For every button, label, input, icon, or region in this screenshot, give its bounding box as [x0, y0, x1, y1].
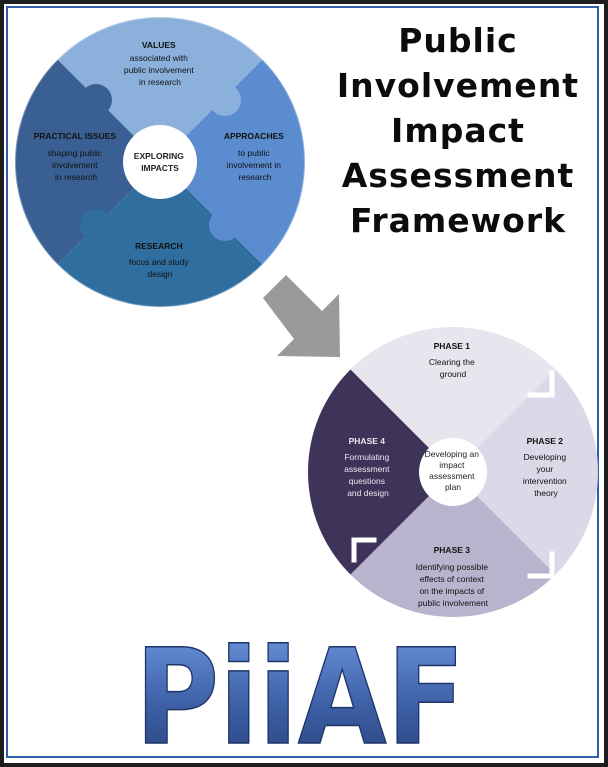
phase4-text: Formulating	[344, 452, 389, 462]
hub-label: IMPACTS	[141, 163, 179, 173]
research-heading: RESEARCH	[135, 241, 183, 251]
title-line: Impact	[391, 111, 525, 150]
svg-text:PHASE 4 Formulating: PHASE 4 Formulating assessment questions…	[344, 436, 392, 498]
svg-text:PHASE 3 Identifying poss: PHASE 3 Identifying possible effects of …	[416, 545, 491, 608]
piiaf-logo: PiiAF	[135, 621, 465, 767]
practical-issues-text: involvement	[52, 160, 98, 170]
title-line: Public	[398, 21, 518, 60]
phase4-heading: PHASE 4	[349, 436, 386, 446]
research-text: focus and study	[129, 257, 189, 267]
down-right-arrow-icon	[263, 275, 340, 357]
cycle-arrow-icon	[527, 551, 555, 579]
svg-text:Developing an impact: Developing an impact assessment plan	[425, 449, 482, 492]
cycle-arrow-icon	[351, 537, 377, 563]
phase1-text: Clearing the	[429, 357, 475, 367]
phase3-text: on the impacts of	[419, 586, 484, 596]
hub-label: EXPLORING	[134, 151, 184, 161]
phase2-text: Developing	[524, 452, 567, 462]
approaches-text: to public	[238, 148, 270, 158]
title-line: Assessment	[341, 156, 575, 195]
phase2-text: theory	[534, 488, 558, 498]
page-title: Public Involvement Impact Assessment Fra…	[318, 18, 598, 243]
values-text: public involvement	[124, 65, 195, 75]
svg-text:PHASE 2 Developing: PHASE 2 Developing your intervention the…	[523, 436, 569, 498]
svg-text:RESEARCH focus and study: RESEARCH focus and study design	[129, 241, 191, 279]
practical-issues-text: in research	[55, 172, 97, 182]
title-line: Involvement	[336, 66, 580, 105]
approaches-heading: APPROACHES	[224, 131, 284, 141]
puzzle-knob	[80, 84, 112, 116]
phase3-text: effects of context	[420, 574, 485, 584]
hub-label: assessment	[429, 471, 475, 481]
plan-hub	[419, 438, 487, 506]
approaches-text: research	[238, 172, 271, 182]
phase4-text: and design	[347, 488, 389, 498]
svg-text:APPROACHES to public: APPROACHES to public involvement in rese…	[224, 131, 286, 182]
svg-text:VALUES associated with: VALUES associated with public involvemen…	[124, 40, 196, 87]
practical-issues-text: shaping public	[48, 148, 103, 158]
svg-text:EXPLORING IMPACTS: EXPLORING IMPACTS	[134, 151, 186, 173]
puzzle-knob	[209, 209, 241, 241]
phase2-text: your	[537, 464, 554, 474]
values-heading: VALUES	[142, 40, 176, 50]
phase4-text: assessment	[344, 464, 390, 474]
puzzle-knob	[80, 209, 112, 241]
hub-label: plan	[445, 482, 461, 492]
cycle-arrow-icon	[527, 370, 555, 398]
values-text: in research	[139, 77, 181, 87]
phase3-text: Identifying possible	[416, 562, 489, 572]
title-line: Framework	[349, 201, 567, 240]
svg-text:PRACTICAL ISSUES shaping: PRACTICAL ISSUES shaping public involvem…	[34, 131, 119, 182]
inner-border	[6, 6, 599, 758]
phase2-text: intervention	[523, 476, 567, 486]
phase1-heading: PHASE 1	[434, 341, 471, 351]
phase3-text: public involvement	[418, 598, 489, 608]
approaches-text: involvement in	[227, 160, 282, 170]
hub-label: impact	[439, 460, 465, 470]
practical-issues-heading: PRACTICAL ISSUES	[34, 131, 117, 141]
phase2-heading: PHASE 2	[527, 436, 564, 446]
phase1-text: ground	[440, 369, 467, 379]
svg-text:PHASE 1 Clearing the: PHASE 1 Clearing the ground	[429, 341, 477, 379]
puzzle-knob	[209, 84, 241, 116]
hub-label: Developing an	[425, 449, 480, 459]
phase4-text: questions	[349, 476, 385, 486]
phase3-heading: PHASE 3	[434, 545, 471, 555]
values-text: associated with	[130, 53, 188, 63]
exploring-impacts-hub	[123, 125, 197, 199]
research-text: design	[147, 269, 172, 279]
